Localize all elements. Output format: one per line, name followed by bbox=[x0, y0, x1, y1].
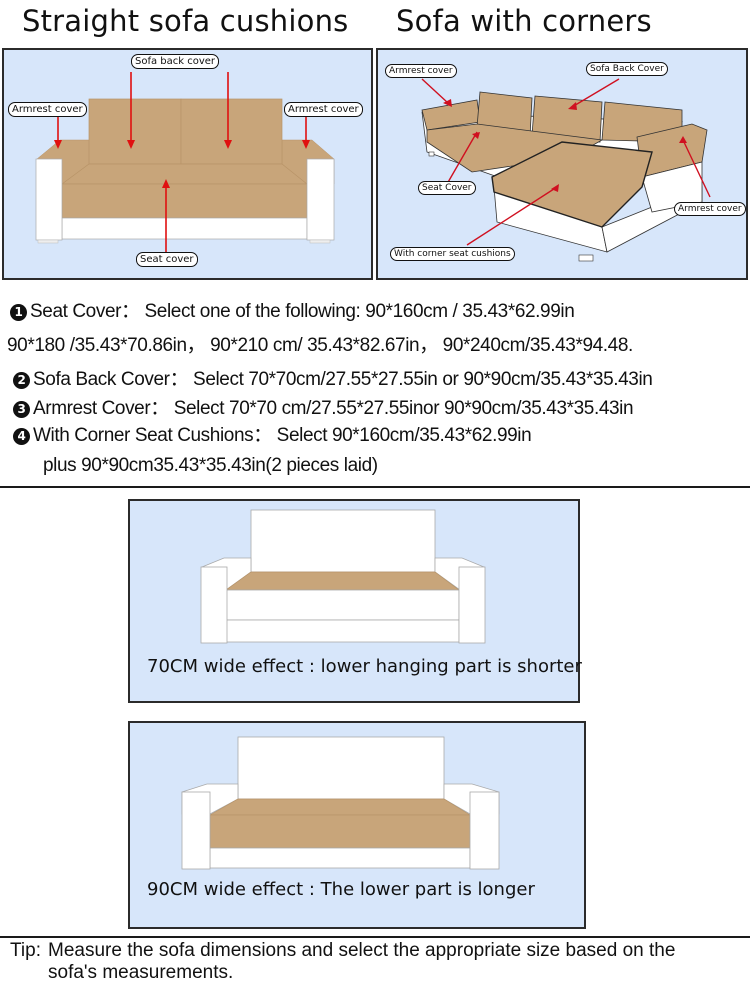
sofa-70cm-illustration bbox=[200, 509, 486, 644]
sofa-90cm-illustration bbox=[181, 736, 500, 870]
callout-seat-cover: Seat Cover bbox=[418, 181, 476, 195]
tip-label: Tip: bbox=[10, 940, 41, 961]
tip-line-2: sofa's measurements. bbox=[48, 962, 234, 983]
effect-panel-70cm: 70CM wide effect : lower hanging part is… bbox=[128, 499, 582, 703]
divider-bottom bbox=[0, 936, 750, 938]
number-2-icon: 2 bbox=[13, 372, 30, 389]
tip-note: Tip: Measure the sofa dimensions and sele… bbox=[10, 940, 675, 984]
effect-caption-70cm: 70CM wide effect : lower hanging part is… bbox=[147, 656, 582, 677]
tip-line-1: Measure the sofa dimensions and select t… bbox=[48, 940, 676, 961]
straight-sofa-illustration bbox=[35, 72, 335, 252]
spec-corner-seat-cushions-plus: plus 90*90cm35.43*35.43in(2 pieces laid) bbox=[43, 455, 378, 476]
number-1-icon: 1 bbox=[10, 304, 27, 321]
callout-corner-seat-cushions: With corner seat cushions bbox=[390, 247, 515, 261]
heading-straight-sofa: Straight sofa cushions bbox=[22, 4, 349, 38]
corner-sofa-diagram: Armrest cover Sofa Back Cover Seat Cover… bbox=[376, 48, 748, 280]
callout-armrest-cover-right: Armrest cover bbox=[284, 102, 363, 117]
spec-seat-cover-sizes: 90*180 /35.43*70.86in， 90*210 cm/ 35.43*… bbox=[7, 335, 633, 356]
callout-armrest-cover-right: Armrest cover bbox=[674, 202, 746, 216]
divider-top bbox=[0, 486, 750, 488]
effect-caption-90cm: 90CM wide effect : The lower part is lon… bbox=[147, 879, 535, 900]
corner-sofa-illustration bbox=[421, 78, 711, 262]
heading-corner-sofa: Sofa with corners bbox=[396, 4, 652, 38]
straight-sofa-diagram: Sofa back cover Armrest cover Armrest co… bbox=[2, 48, 373, 280]
number-4-icon: 4 bbox=[13, 428, 30, 445]
callout-armrest-cover-top: Armrest cover bbox=[385, 64, 457, 78]
callout-armrest-cover-left: Armrest cover bbox=[8, 102, 87, 117]
callout-sofa-back-cover: Sofa back cover bbox=[131, 54, 220, 69]
number-3-icon: 3 bbox=[13, 401, 30, 418]
effect-panel-90cm: 90CM wide effect : The lower part is lon… bbox=[128, 721, 586, 929]
callout-sofa-back-cover: Sofa Back Cover bbox=[586, 62, 668, 76]
callout-seat-cover: Seat cover bbox=[136, 252, 198, 267]
